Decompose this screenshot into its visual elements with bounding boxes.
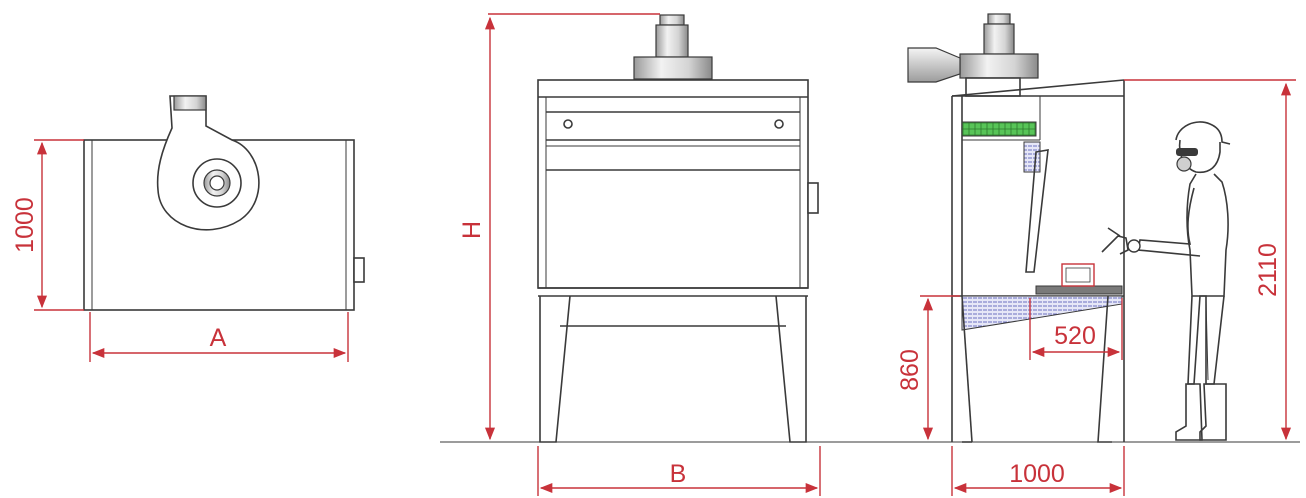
top-view-width-label: A xyxy=(210,324,227,352)
front-view xyxy=(440,13,1300,496)
top-view xyxy=(34,95,365,362)
work-height-label: 860 xyxy=(896,349,924,391)
operator-figure xyxy=(1101,121,1231,441)
side-depth-label: 1000 xyxy=(1009,460,1065,488)
top-view-depth-label: 1000 xyxy=(11,197,39,253)
total-height-label: 2110 xyxy=(1254,243,1282,297)
front-width-label: B xyxy=(670,460,687,488)
side-view xyxy=(907,13,1296,496)
front-height-label: H xyxy=(458,221,486,239)
shelf-depth-label: 520 xyxy=(1054,322,1096,350)
